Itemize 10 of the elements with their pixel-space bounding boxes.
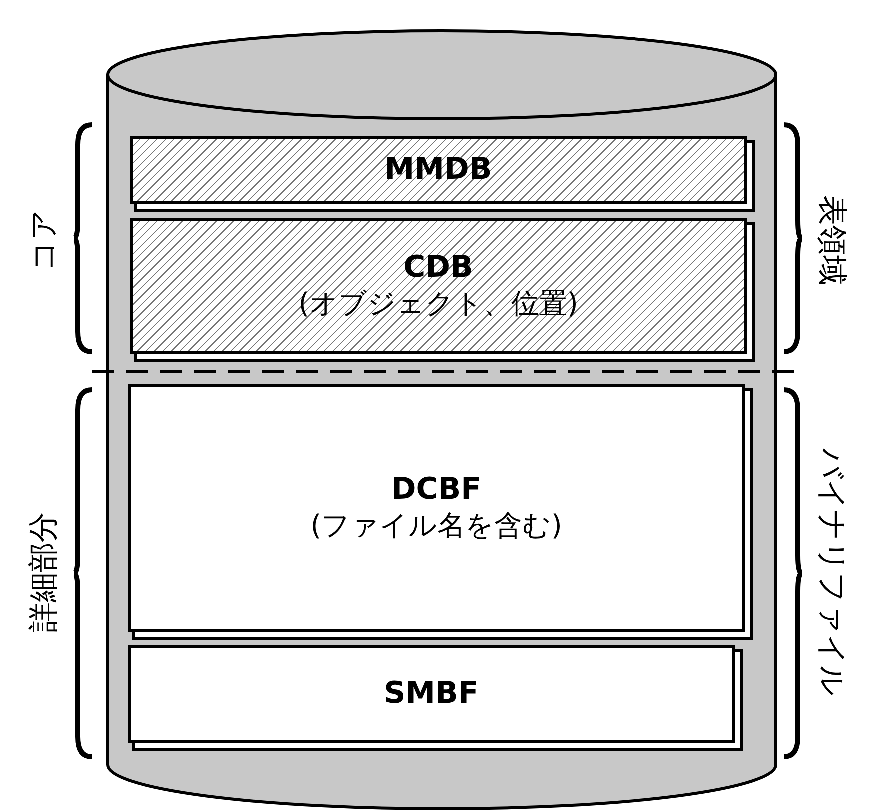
side-label: コア	[26, 209, 62, 271]
side-label: 詳細部分	[26, 512, 62, 632]
layer-description: (ファイル名を含む)	[310, 508, 562, 544]
side-label: 表領域	[814, 195, 850, 285]
layer-name: DCBF	[391, 472, 482, 508]
layer-name: SMBF	[384, 676, 479, 712]
side-label: バイナリファイル	[814, 448, 850, 696]
layer-name: CDB	[404, 250, 474, 286]
layer-description: (オブジェクト、位置)	[298, 286, 578, 322]
layer-name: MMDB	[384, 152, 492, 188]
